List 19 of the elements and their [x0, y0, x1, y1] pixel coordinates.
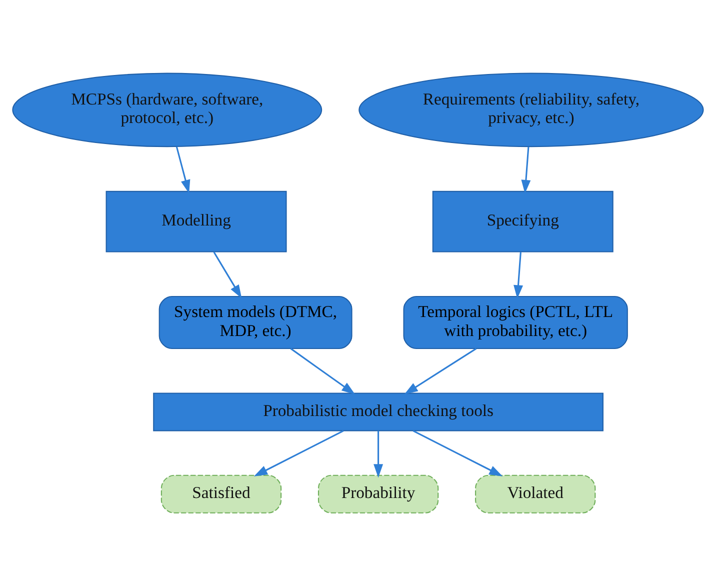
node-box: Temporal logics (PCTL, LTL with probability, etc.)	[403, 296, 628, 350]
node-ellipse: MCPSs (hardware, software, protocol, etc.)	[12, 72, 322, 148]
arrow	[412, 430, 503, 476]
arrow	[514, 252, 523, 299]
arrow	[404, 348, 477, 394]
arrow	[374, 430, 384, 478]
node-box: Probability	[318, 474, 439, 514]
node-box: Violated	[475, 474, 596, 514]
arrow	[176, 146, 190, 194]
node-box: Specifying	[432, 190, 614, 252]
arrow	[521, 146, 531, 194]
node-box: Probabilistic model checking tools	[153, 392, 604, 432]
node-box: Modelling	[106, 190, 287, 252]
arrow	[290, 348, 356, 394]
node-box: Satisfied	[160, 474, 282, 514]
arrow	[213, 252, 242, 298]
node-ellipse: Requirements (reliability, safety, privacy, etc.)	[358, 72, 704, 148]
arrow	[254, 430, 344, 476]
node-box: System models (DTMC, MDP, etc.)	[158, 296, 352, 350]
